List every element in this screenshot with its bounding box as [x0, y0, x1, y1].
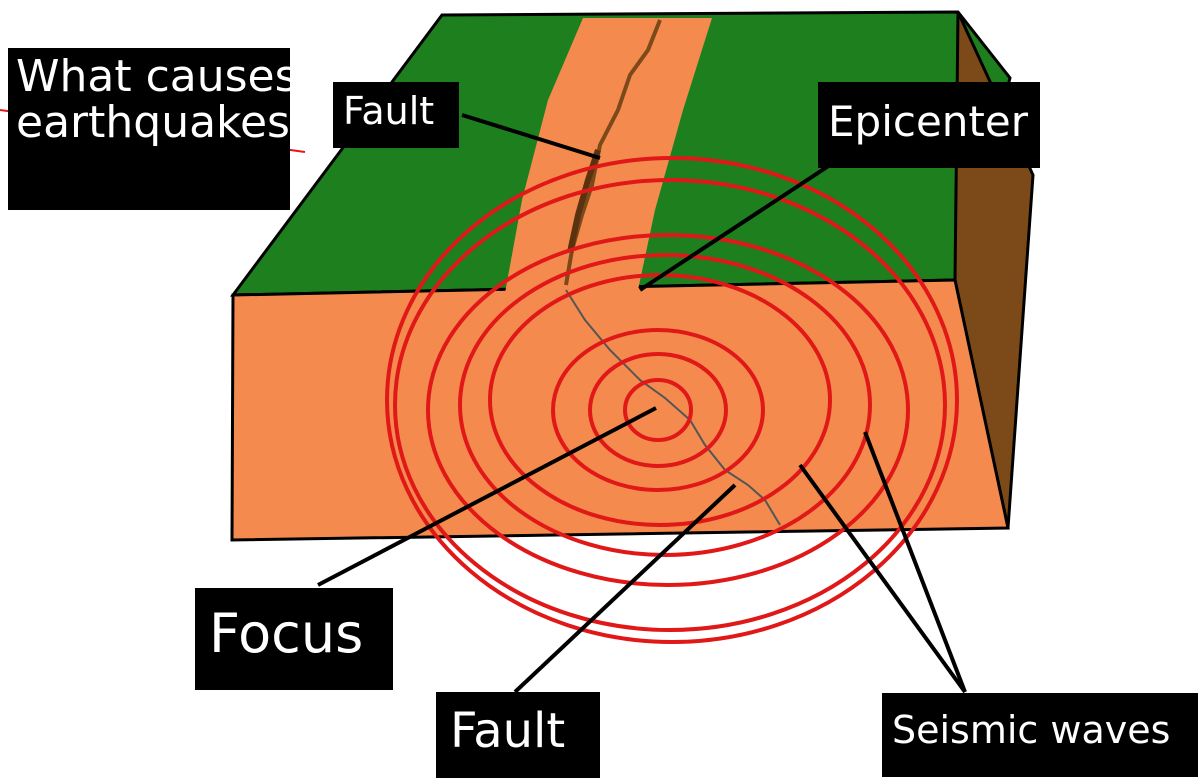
fault-label-bottom: Fault — [436, 692, 600, 778]
title-line-2: earthquakes — [16, 97, 290, 149]
wave-ring — [623, 378, 693, 442]
wave-ring — [385, 156, 959, 644]
title-label: What causes earthquakes — [8, 48, 298, 210]
epicenter-label: Epicenter — [818, 82, 1040, 168]
seismic-waves-label: Seismic waves — [882, 693, 1198, 777]
wave-ring — [588, 352, 728, 468]
leader-epicenter — [638, 163, 832, 292]
focus-label: Focus — [195, 588, 393, 690]
fault-crack-shadow — [567, 149, 601, 253]
wave-ring — [426, 233, 910, 587]
leader-seismic-1 — [798, 463, 967, 694]
fault-strip — [505, 18, 712, 293]
leader-lines — [317, 113, 967, 694]
leader-fault-top — [461, 113, 601, 160]
wave-ring — [393, 178, 947, 632]
title-line-1: What causes — [16, 51, 298, 102]
fault-label-top: Fault — [333, 82, 459, 148]
leader-focus — [317, 406, 657, 587]
leader-seismic-2 — [863, 431, 967, 693]
leader-fault-bottom — [513, 483, 737, 694]
seismic-wave-rings — [385, 156, 959, 644]
wave-ring — [551, 328, 765, 492]
wave-ring — [458, 253, 872, 557]
